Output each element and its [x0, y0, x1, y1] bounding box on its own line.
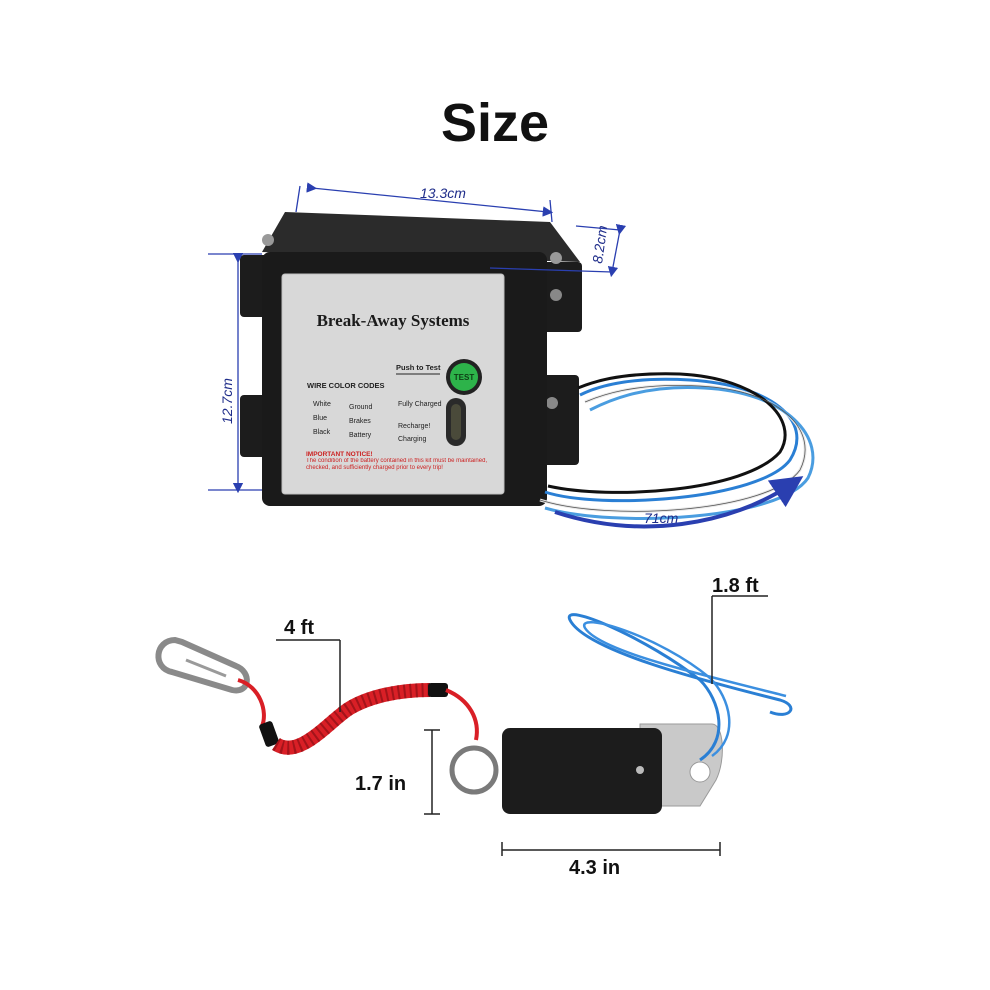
battery-box: Break-Away Systems Push to Test TEST WIR… — [240, 212, 582, 506]
wire-code-color: White — [313, 401, 331, 408]
switch-body — [502, 728, 662, 814]
wire-code-color: Black — [313, 429, 331, 436]
push-to-test-label: Push to Test — [396, 363, 441, 372]
dimension-wire-length: 71cm — [644, 510, 679, 526]
box-wires — [539, 372, 815, 520]
wire-code-function: Brakes — [349, 418, 371, 425]
status-fully-charged: Fully Charged — [398, 401, 442, 408]
dimension-switch-width: 4.3 in — [569, 857, 620, 879]
blue-lead-wire — [567, 613, 793, 762]
wire-code-color: Blue — [313, 415, 327, 422]
test-button — [450, 363, 478, 391]
notice-title: IMPORTANT NOTICE! — [306, 451, 373, 458]
wire-code-function: Battery — [349, 432, 372, 439]
notice-text: The condition of the battery contained i… — [306, 458, 488, 471]
brand-label: Break-Away Systems — [317, 311, 470, 330]
dimension-switch-height: 1.7 in — [355, 773, 406, 795]
box-top-face — [262, 212, 580, 262]
wire-codes-title: WIRE COLOR CODES — [307, 381, 385, 390]
test-button-label: TEST — [454, 373, 475, 382]
dimension-cable-length: 4 ft — [284, 617, 314, 639]
breakaway-cable — [155, 636, 499, 795]
screw-icon — [550, 289, 562, 301]
dimension-depth: 8.2cm — [589, 224, 610, 264]
page-title: Size — [440, 93, 550, 153]
dimension-height: 12.7cm — [219, 378, 235, 424]
dimension-width: 13.3cm — [420, 185, 466, 201]
screw-icon — [546, 397, 558, 409]
wire-code-function: Ground — [349, 404, 372, 411]
dimension-lead-length: 1.8 ft — [712, 575, 759, 597]
screw-icon — [550, 252, 562, 264]
led-lens — [451, 404, 461, 440]
box-dimension-lines — [208, 182, 804, 529]
status-charging: Charging — [398, 436, 427, 443]
breakaway-switch — [424, 595, 793, 856]
notice-text-box: The condition of the battery contained i… — [306, 458, 488, 471]
carabiner-icon — [155, 636, 250, 694]
split-ring-icon — [449, 745, 499, 795]
status-recharge: Recharge! — [398, 423, 430, 430]
screw-icon — [262, 234, 274, 246]
